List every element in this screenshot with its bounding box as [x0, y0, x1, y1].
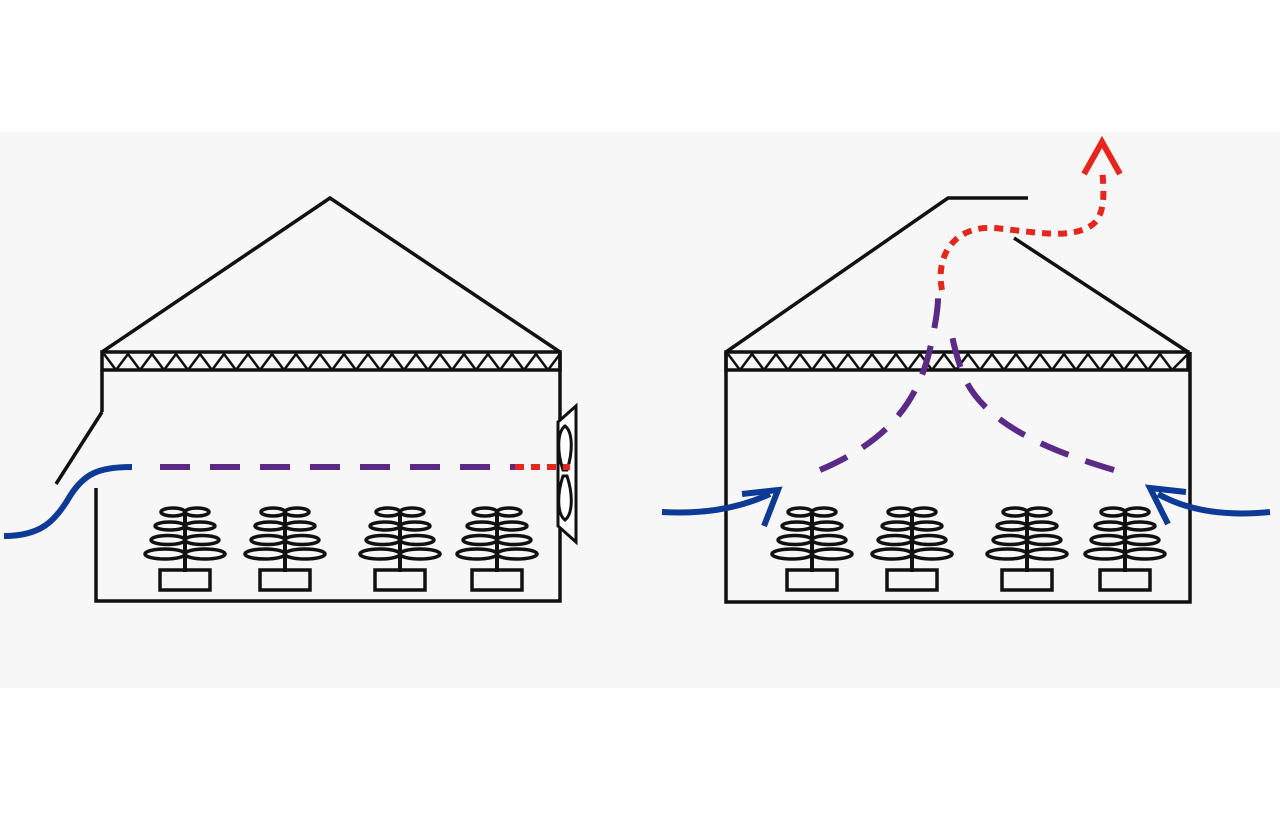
plant-icon	[1083, 506, 1167, 592]
right-cool-air-inlet-left	[661, 491, 772, 516]
left-inlet-flap	[54, 411, 104, 485]
right-walls-floor	[724, 352, 1192, 604]
right-inlet-arrowhead-left	[741, 486, 783, 528]
right-inlet-arrowhead-right	[1144, 484, 1187, 526]
right-plant-row	[770, 506, 1167, 592]
plant-icon	[358, 506, 442, 592]
right-mixed-air-left-branch	[818, 297, 941, 473]
right-greenhouse	[661, 135, 1271, 604]
left-cool-air-inlet	[3, 464, 133, 539]
exhaust-fan-icon	[556, 402, 578, 546]
right-cool-air-inlet-right	[1156, 491, 1271, 517]
plant-icon	[455, 506, 539, 592]
left-lower-walls-floor	[94, 352, 562, 603]
plant-icon	[143, 506, 227, 592]
left-greenhouse	[3, 195, 578, 603]
right-exhaust-arrowhead	[1081, 135, 1123, 176]
right-mixed-air-right-branch	[947, 321, 1115, 473]
plant-icon	[985, 506, 1069, 592]
plant-icon	[870, 506, 954, 592]
plant-icon	[243, 506, 327, 592]
plant-icon	[770, 506, 854, 592]
left-truss-pattern	[102, 352, 562, 372]
right-roof-left	[725, 196, 1028, 354]
right-hot-air-exhaust	[937, 167, 1107, 291]
diagram-background	[0, 132, 1280, 688]
right-roof-right	[1013, 236, 1189, 354]
left-plant-row	[143, 506, 539, 592]
left-roof	[101, 195, 561, 354]
